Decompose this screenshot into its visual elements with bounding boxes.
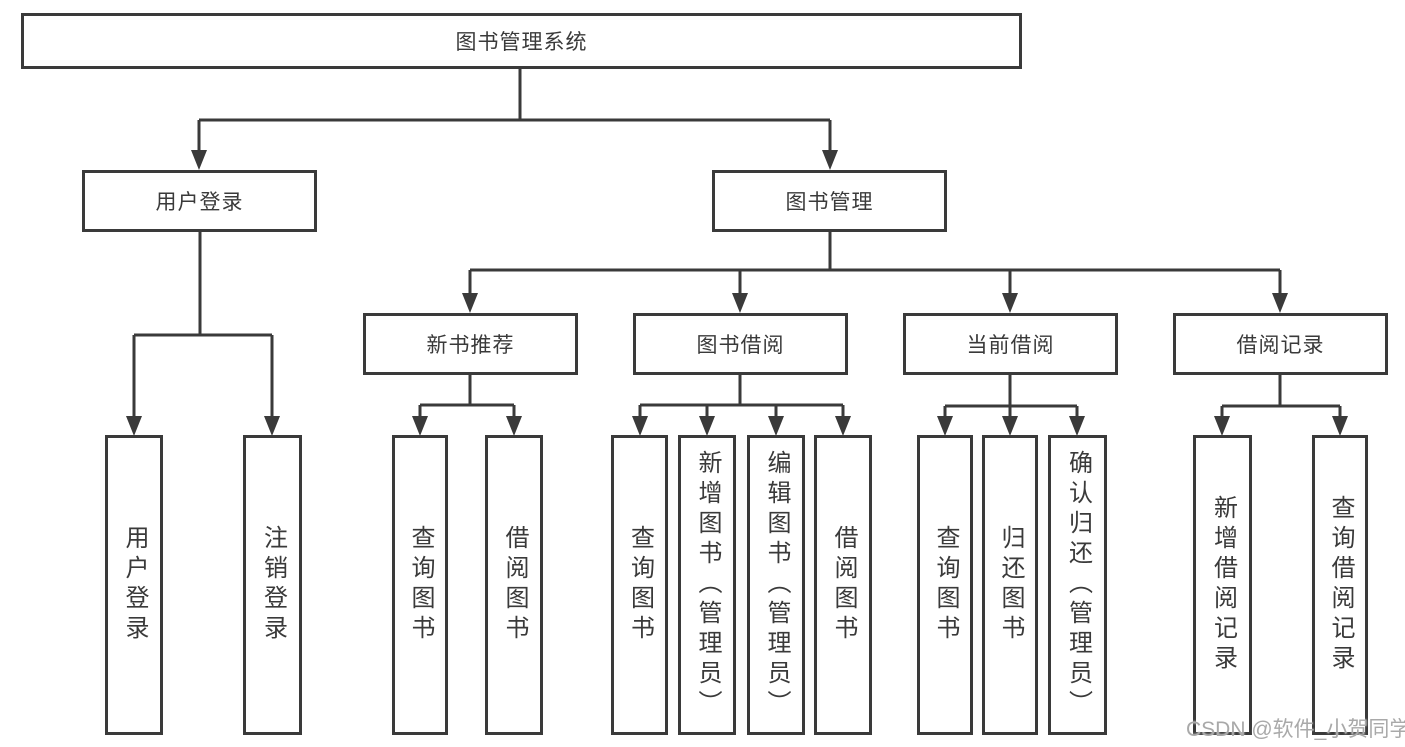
arrowhead [768, 416, 784, 436]
node-new-book-recommend-label: 新书推荐 [426, 334, 515, 357]
arrowhead [1002, 293, 1018, 313]
leaf-edit-books-admin: 编辑图书（管理员） [747, 435, 805, 735]
arrowhead [264, 416, 280, 436]
arrowhead [412, 416, 428, 436]
leaf-label: 借阅图书 [830, 525, 857, 645]
node-current-borrowing-label: 当前借阅 [966, 334, 1055, 357]
node-book-management-label: 图书管理 [785, 191, 874, 214]
arrowhead [822, 150, 838, 170]
leaf-return-books: 归还图书 [982, 435, 1038, 735]
leaf-label: 查询图书 [407, 525, 434, 645]
leaf-label: 用户登录 [121, 525, 148, 645]
leaf-query-borrow-record: 查询借阅记录 [1312, 435, 1368, 735]
node-root-label: 图书管理系统 [455, 31, 588, 54]
arrowhead [1272, 293, 1288, 313]
arrowhead [699, 416, 715, 436]
node-book-borrowing-label: 图书借阅 [696, 334, 785, 357]
leaf-label: 借阅图书 [501, 525, 528, 645]
leaf-borrow-books-recommend: 借阅图书 [485, 435, 543, 735]
leaf-logout: 注销登录 [243, 435, 302, 735]
node-user-login-label: 用户登录 [155, 191, 244, 214]
connector-root-to-level2 [197, 69, 832, 152]
node-root: 图书管理系统 [21, 13, 1022, 69]
connector-book-management-children [468, 232, 1282, 296]
leaf-confirm-return-admin: 确认归还（管理员） [1048, 435, 1107, 735]
arrowhead [1069, 416, 1085, 436]
node-book-borrowing: 图书借阅 [633, 313, 848, 375]
leaf-label: 确认归还（管理员） [1064, 450, 1092, 720]
node-current-borrowing: 当前借阅 [903, 313, 1118, 375]
connector-new-book-recommend-children [418, 375, 516, 418]
leaf-label: 归还图书 [997, 525, 1024, 645]
leaf-add-books-admin: 新增图书（管理员） [678, 435, 736, 735]
node-book-management: 图书管理 [712, 170, 947, 232]
leaf-label: 注销登录 [259, 525, 287, 645]
arrowhead [1002, 416, 1018, 436]
leaf-label: 查询图书 [932, 525, 959, 645]
leaf-label: 新增图书（管理员） [694, 450, 721, 720]
leaf-label: 新增借阅记录 [1209, 495, 1237, 675]
connector-borrowing-records-children [1220, 375, 1342, 418]
leaf-add-borrow-record: 新增借阅记录 [1193, 435, 1252, 735]
leaf-borrow-books-borrowing: 借阅图书 [814, 435, 872, 735]
leaf-query-books-current: 查询图书 [917, 435, 973, 735]
node-borrowing-records-label: 借阅记录 [1236, 334, 1325, 357]
arrowhead [937, 416, 953, 436]
csdn-watermark: CSDN @软件_小贺同学 [1186, 718, 1405, 741]
arrowhead [462, 293, 478, 313]
arrowhead [1214, 416, 1230, 436]
node-borrowing-records: 借阅记录 [1173, 313, 1388, 375]
connector-user-login-children [132, 232, 274, 418]
connector-current-borrowing-children [943, 375, 1079, 418]
leaf-query-books-recommend: 查询图书 [392, 435, 448, 735]
connector-book-borrowing-children [638, 375, 845, 418]
leaf-label: 查询借阅记录 [1327, 495, 1354, 675]
node-new-book-recommend: 新书推荐 [363, 313, 578, 375]
leaf-label: 查询图书 [626, 525, 654, 645]
arrowhead [191, 150, 207, 170]
arrowhead [632, 416, 648, 436]
leaf-user-login: 用户登录 [105, 435, 163, 735]
leaf-query-books-borrowing: 查询图书 [611, 435, 668, 735]
node-user-login: 用户登录 [82, 170, 317, 232]
leaf-label: 编辑图书（管理员） [763, 450, 790, 720]
arrowhead [835, 416, 851, 436]
arrowhead [732, 293, 748, 313]
arrowhead [126, 416, 142, 436]
arrowhead [1332, 416, 1348, 436]
arrowhead [506, 416, 522, 436]
